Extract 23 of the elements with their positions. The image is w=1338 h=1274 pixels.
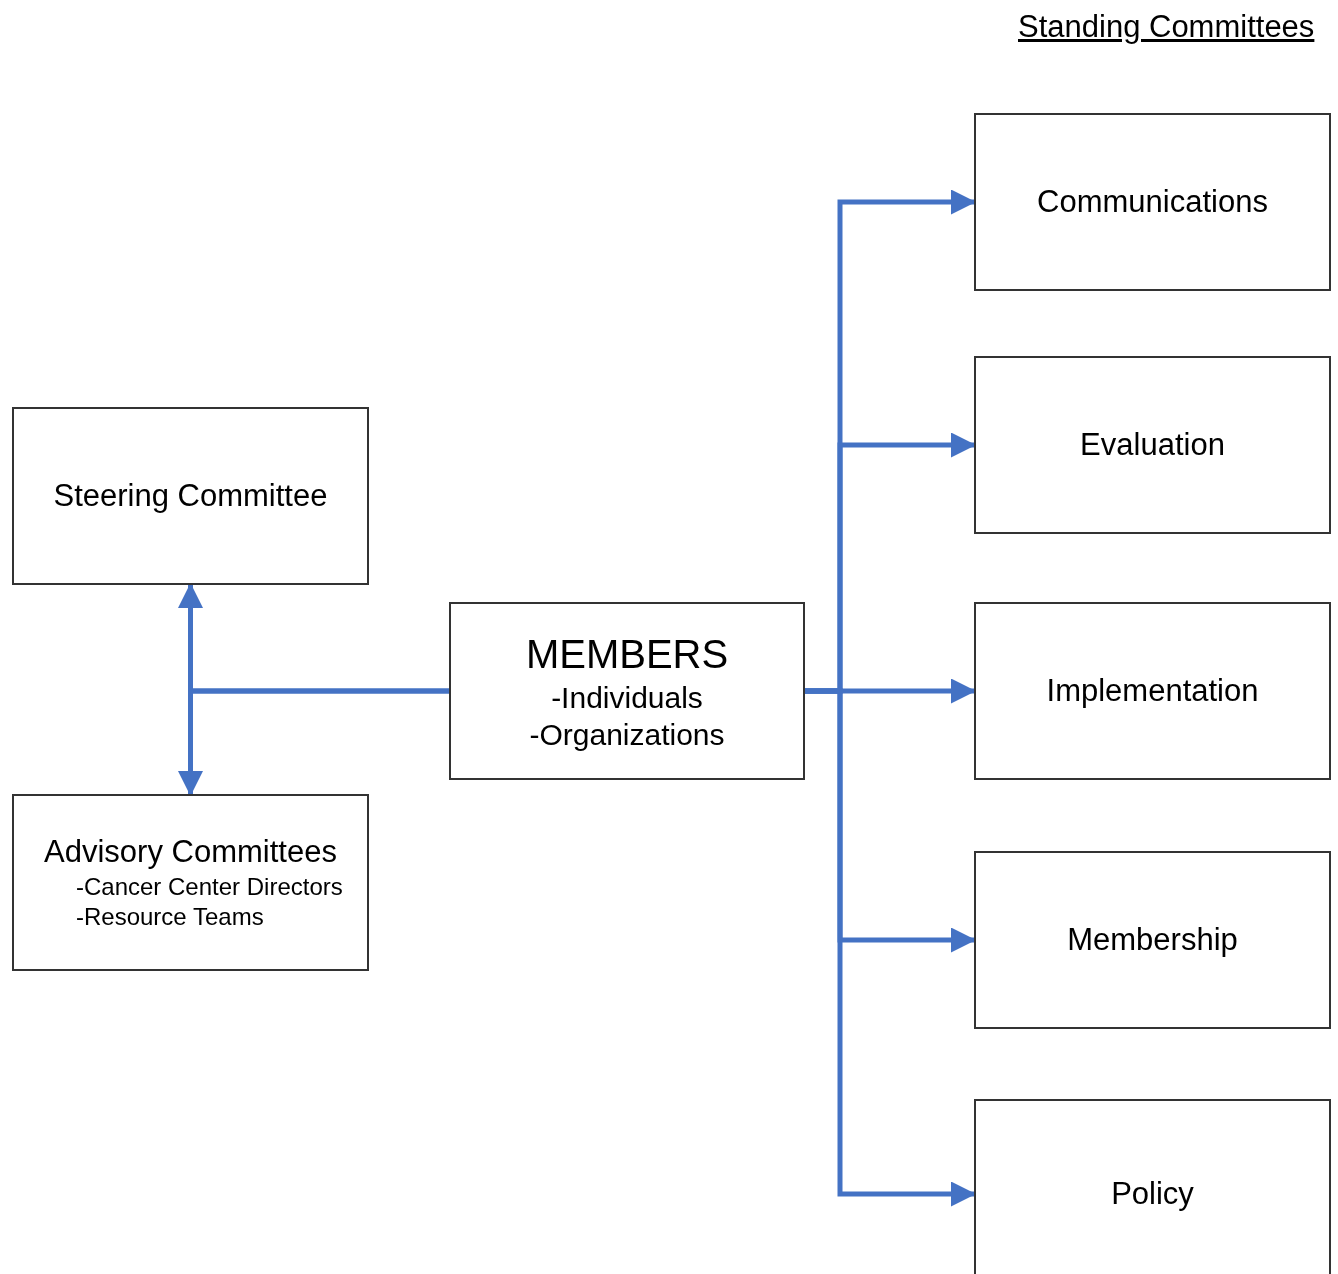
box-subtext: -Resource Teams bbox=[75, 901, 264, 932]
box-title: Communications bbox=[1037, 182, 1268, 221]
heading: Standing Committees bbox=[1018, 8, 1315, 46]
box-title: Membership bbox=[1067, 920, 1238, 959]
box-subtext: -Cancer Center Directors bbox=[75, 871, 343, 902]
box bbox=[449, 602, 805, 780]
box-subtext: -Organizations bbox=[529, 717, 725, 753]
box bbox=[974, 602, 1331, 780]
box bbox=[974, 851, 1331, 1029]
box bbox=[12, 407, 369, 585]
box bbox=[12, 794, 369, 971]
box bbox=[974, 113, 1331, 291]
box-title: Steering Committee bbox=[53, 476, 328, 515]
box bbox=[974, 356, 1331, 534]
box-title: Evaluation bbox=[1080, 425, 1225, 464]
box-title: Implementation bbox=[1046, 671, 1259, 710]
box-title: Policy bbox=[1111, 1174, 1194, 1213]
box-title: Advisory Committees bbox=[44, 833, 337, 872]
arrow bbox=[178, 688, 449, 796]
box-title: MEMBERS bbox=[525, 630, 729, 678]
arrow bbox=[805, 688, 976, 1207]
box bbox=[974, 1099, 1331, 1274]
box-subtext: -Individuals bbox=[551, 679, 703, 716]
